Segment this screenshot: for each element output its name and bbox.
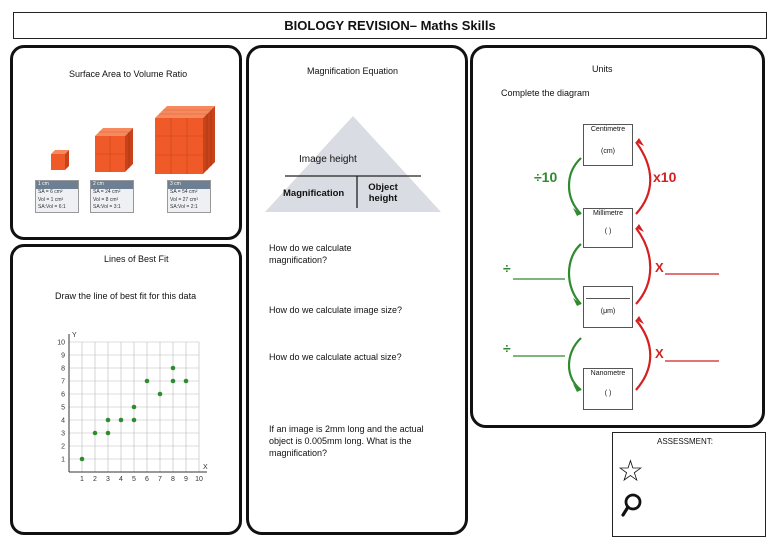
assessment-label: ASSESSMENT: (657, 437, 714, 446)
multiply-blank-label-2: X (655, 346, 664, 361)
multiply-ten-label: x10 (653, 169, 677, 185)
data-point (183, 378, 189, 384)
data-point (157, 391, 163, 397)
unit-name: Centimetre (590, 126, 626, 133)
data-point (79, 456, 85, 462)
y-tick-label: 10 (57, 340, 65, 347)
best-fit-heading: Lines of Best Fit (104, 254, 169, 264)
x-tick-label: 6 (145, 476, 149, 483)
x-tick-label: 5 (132, 476, 136, 483)
unit-abbr: (cm) (601, 147, 615, 155)
unit-box-nanometre: Nanometre ( ) (583, 368, 633, 410)
data-point (144, 378, 150, 384)
star-icon: ☆ (617, 455, 644, 488)
surface-area-heading: Surface Area to Volume Ratio (69, 69, 188, 79)
data-point (118, 417, 124, 423)
y-axis-label: Y (72, 332, 77, 339)
magnification-panel: Magnification Equation Image height Magn… (246, 45, 468, 535)
data-point (105, 417, 111, 423)
medium-cube-image (95, 128, 133, 172)
unit-box-millimetre: Millimetre ( ) (583, 208, 633, 248)
cube-card-small: 1 cm SA = 6 cm² Vol = 1 cm³ SA:Vol = 6:1 (35, 180, 79, 213)
y-tick-label: 1 (61, 457, 65, 464)
y-tick-label: 3 (61, 431, 65, 438)
x-tick-label: 3 (106, 476, 110, 483)
surface-area-panel: Surface Area to Volume Ratio 1 cm SA = 6… (10, 45, 242, 240)
card-ratio: SA:Vol = 2:1 (170, 204, 198, 211)
divide-blank-label-1: ÷ (503, 260, 511, 276)
y-tick-label: 5 (61, 405, 65, 412)
y-tick-label: 9 (61, 353, 65, 360)
x-tick-label: 8 (171, 476, 175, 483)
card-sa: SA = 54 cm² (170, 188, 198, 195)
scatter-graph[interactable]: Y X 1 2 3 4 5 6 7 8 9 10 1 2 3 4 5 6 7 8 9 10 (49, 332, 221, 492)
y-tick-label: 6 (61, 392, 65, 399)
card-size: 1 cm (36, 181, 78, 189)
question-image-size: How do we calculate image size? (269, 305, 403, 315)
x-tick-label: 4 (119, 476, 123, 483)
divide-ten-label: ÷10 (534, 169, 558, 185)
y-tick-label: 2 (61, 444, 65, 451)
best-fit-panel: Lines of Best Fit Draw the line of best … (10, 244, 242, 535)
card-ratio: SA:Vol = 3:1 (93, 204, 121, 211)
x-axis-label: X (203, 464, 208, 471)
unit-box-centimetre: Centimetre (cm) (583, 124, 633, 166)
y-tick-label: 8 (61, 366, 65, 373)
card-ratio: SA:Vol = 6:1 (38, 204, 66, 211)
assessment-panel: ASSESSMENT: ☆ (612, 432, 766, 537)
y-tick-label: 4 (61, 418, 65, 425)
units-instruction: Complete the diagram (501, 88, 590, 98)
magnifier-icon (621, 493, 642, 517)
data-point (92, 430, 98, 436)
x-tick-label: 2 (93, 476, 97, 483)
triangle-top-label: Image height (299, 154, 357, 165)
question-magnification: How do we calculate magnification? (269, 243, 352, 266)
magnification-triangle (265, 116, 441, 212)
large-cube-image (155, 106, 215, 174)
unit-name-blank[interactable] (584, 287, 632, 298)
data-point (170, 365, 176, 371)
x-tick-label: 9 (184, 476, 188, 483)
card-vol: Vol = 1 cm³ (38, 196, 64, 203)
data-point (131, 417, 137, 423)
data-point (170, 378, 176, 384)
cube-card-large: 3 cm SA = 54 cm² Vol = 27 cm³ SA:Vol = 2… (167, 180, 211, 213)
question-calculation: If an image is 2mm long and the actual o… (269, 424, 424, 459)
data-point (105, 430, 111, 436)
y-tick-label: 7 (61, 379, 65, 386)
magnification-heading: Magnification Equation (307, 66, 399, 76)
units-heading: Units (592, 64, 613, 74)
best-fit-instruction: Draw the line of best fit for this data (55, 291, 197, 301)
card-sa: SA = 24 cm² (93, 188, 121, 195)
units-arrows (513, 138, 719, 392)
units-panel: Units Complete the diagram Cent (470, 45, 765, 428)
triangle-right-label: Object height (368, 182, 398, 205)
x-tick-label: 7 (158, 476, 162, 483)
unit-abbr: ( ) (604, 227, 612, 235)
small-cube-image (51, 150, 69, 170)
x-tick-label: 10 (195, 476, 203, 483)
card-size: 2 cm (91, 181, 133, 189)
page-title: BIOLOGY REVISION– Maths Skills (13, 12, 767, 39)
question-actual-size: How do we calculate actual size? (269, 352, 402, 362)
card-vol: Vol = 27 cm³ (170, 196, 198, 203)
unit-abbr: (μm) (600, 308, 616, 315)
unit-name: Nanometre (590, 370, 626, 377)
card-sa: SA = 6 cm² (38, 188, 63, 195)
divide-blank-label-2: ÷ (503, 340, 511, 356)
card-size: 3 cm (168, 181, 210, 189)
multiply-blank-label-1: X (655, 260, 664, 275)
unit-abbr[interactable]: ( ) (604, 389, 612, 397)
unit-box-micrometre[interactable]: (μm) (583, 286, 633, 328)
card-vol: Vol = 8 cm³ (93, 196, 119, 203)
cube-card-medium: 2 cm SA = 24 cm² Vol = 8 cm³ SA:Vol = 3:… (90, 180, 134, 213)
triangle-left-label: Magnification (283, 188, 345, 199)
unit-name: Millimetre (593, 210, 623, 217)
data-point (131, 404, 137, 410)
x-tick-label: 1 (80, 476, 84, 483)
